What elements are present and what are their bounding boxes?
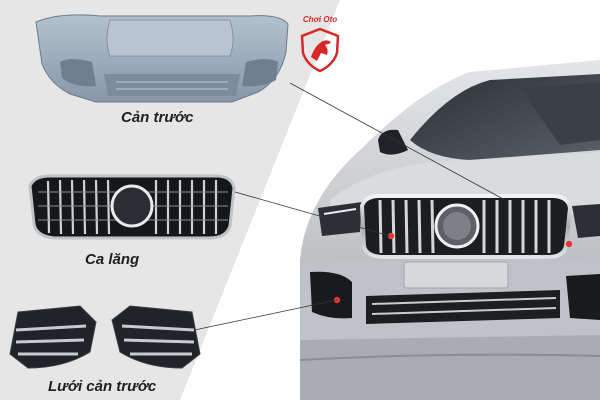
car-plate-recess <box>403 261 509 289</box>
label-grille: Ca lăng <box>85 251 140 268</box>
car-side-window <box>520 82 600 145</box>
callout-line-front-bumper <box>289 82 506 201</box>
brand-logo <box>300 27 340 73</box>
car-headlight-left <box>318 202 362 236</box>
callout-line-grille <box>227 189 391 237</box>
car-mirror <box>378 129 408 155</box>
car-image <box>299 60 600 400</box>
car-lower-intake-right <box>566 274 600 320</box>
marker-grille <box>387 232 395 240</box>
grille-part-image <box>28 174 236 240</box>
car-grille-bars <box>378 199 551 254</box>
car-lower-intake-left <box>310 271 352 319</box>
lower-grille-part-image <box>9 305 201 369</box>
brand-name: Chơi Oto <box>302 15 338 24</box>
car-lower-intake-center <box>366 290 560 324</box>
marker-headlight <box>565 240 573 248</box>
car-headlight-right <box>572 204 600 238</box>
front-bumper-part-image <box>35 14 289 103</box>
label-front-bumper: Cản trước <box>121 109 194 126</box>
label-lower-bumper-grille: Lưới cản trước <box>48 378 157 395</box>
